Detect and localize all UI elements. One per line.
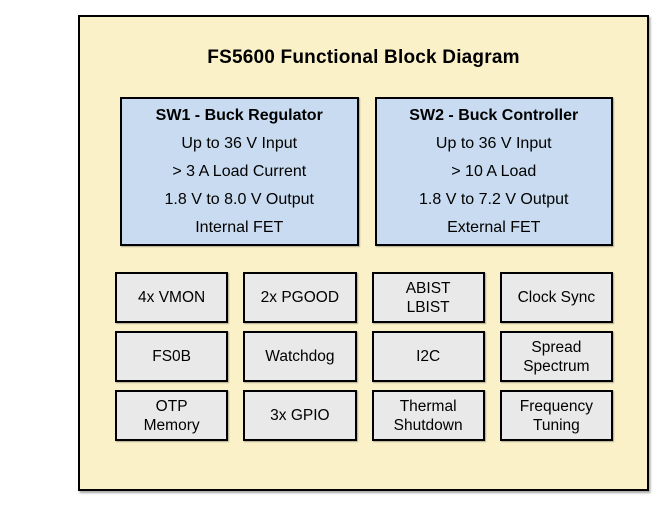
block-fs0b: FS0B bbox=[115, 331, 229, 382]
block-i2c: I2C bbox=[371, 331, 485, 382]
sw2-line-input: Up to 36 V Input bbox=[435, 135, 552, 152]
feature-box-row: SW1 - Buck Regulator Up to 36 V Input > … bbox=[120, 97, 613, 246]
sw2-feature-box: SW2 - Buck Controller Up to 36 V Input >… bbox=[374, 97, 613, 246]
function-block-grid: 4x VMON 2x PGOOD ABIST LBIST Clock Sync … bbox=[115, 272, 613, 441]
sw1-line-input: Up to 36 V Input bbox=[181, 135, 298, 152]
sw1-line-output: 1.8 V to 8.0 V Output bbox=[164, 191, 314, 208]
sw1-title: SW1 - Buck Regulator bbox=[155, 107, 323, 124]
block-spread-spectrum: Spread Spectrum bbox=[499, 331, 613, 382]
block-otp-memory: OTP Memory bbox=[115, 390, 229, 441]
block-pgood: 2x PGOOD bbox=[243, 272, 357, 323]
diagram-title: FS5600 Functional Block Diagram bbox=[207, 47, 520, 68]
block-frequency-tuning: Frequency Tuning bbox=[499, 390, 613, 441]
block-vmon: 4x VMON bbox=[115, 272, 229, 323]
block-thermal-shutdown: Thermal Shutdown bbox=[371, 390, 485, 441]
block-clock-sync: Clock Sync bbox=[499, 272, 613, 323]
sw2-line-fet: External FET bbox=[447, 219, 541, 236]
block-watchdog: Watchdog bbox=[243, 331, 357, 382]
block-gpio: 3x GPIO bbox=[243, 390, 357, 441]
sw2-title: SW2 - Buck Controller bbox=[409, 107, 579, 124]
sw1-line-fet: Internal FET bbox=[195, 219, 284, 236]
diagram-canvas: FS5600 Functional Block Diagram SW1 - Bu… bbox=[78, 15, 649, 491]
block-abist-lbist: ABIST LBIST bbox=[371, 272, 485, 323]
sw2-line-output: 1.8 V to 7.2 V Output bbox=[419, 191, 569, 208]
sw1-feature-box: SW1 - Buck Regulator Up to 36 V Input > … bbox=[120, 97, 359, 246]
sw1-line-load: > 3 A Load Current bbox=[172, 163, 307, 180]
sw2-line-load: > 10 A Load bbox=[451, 163, 537, 180]
